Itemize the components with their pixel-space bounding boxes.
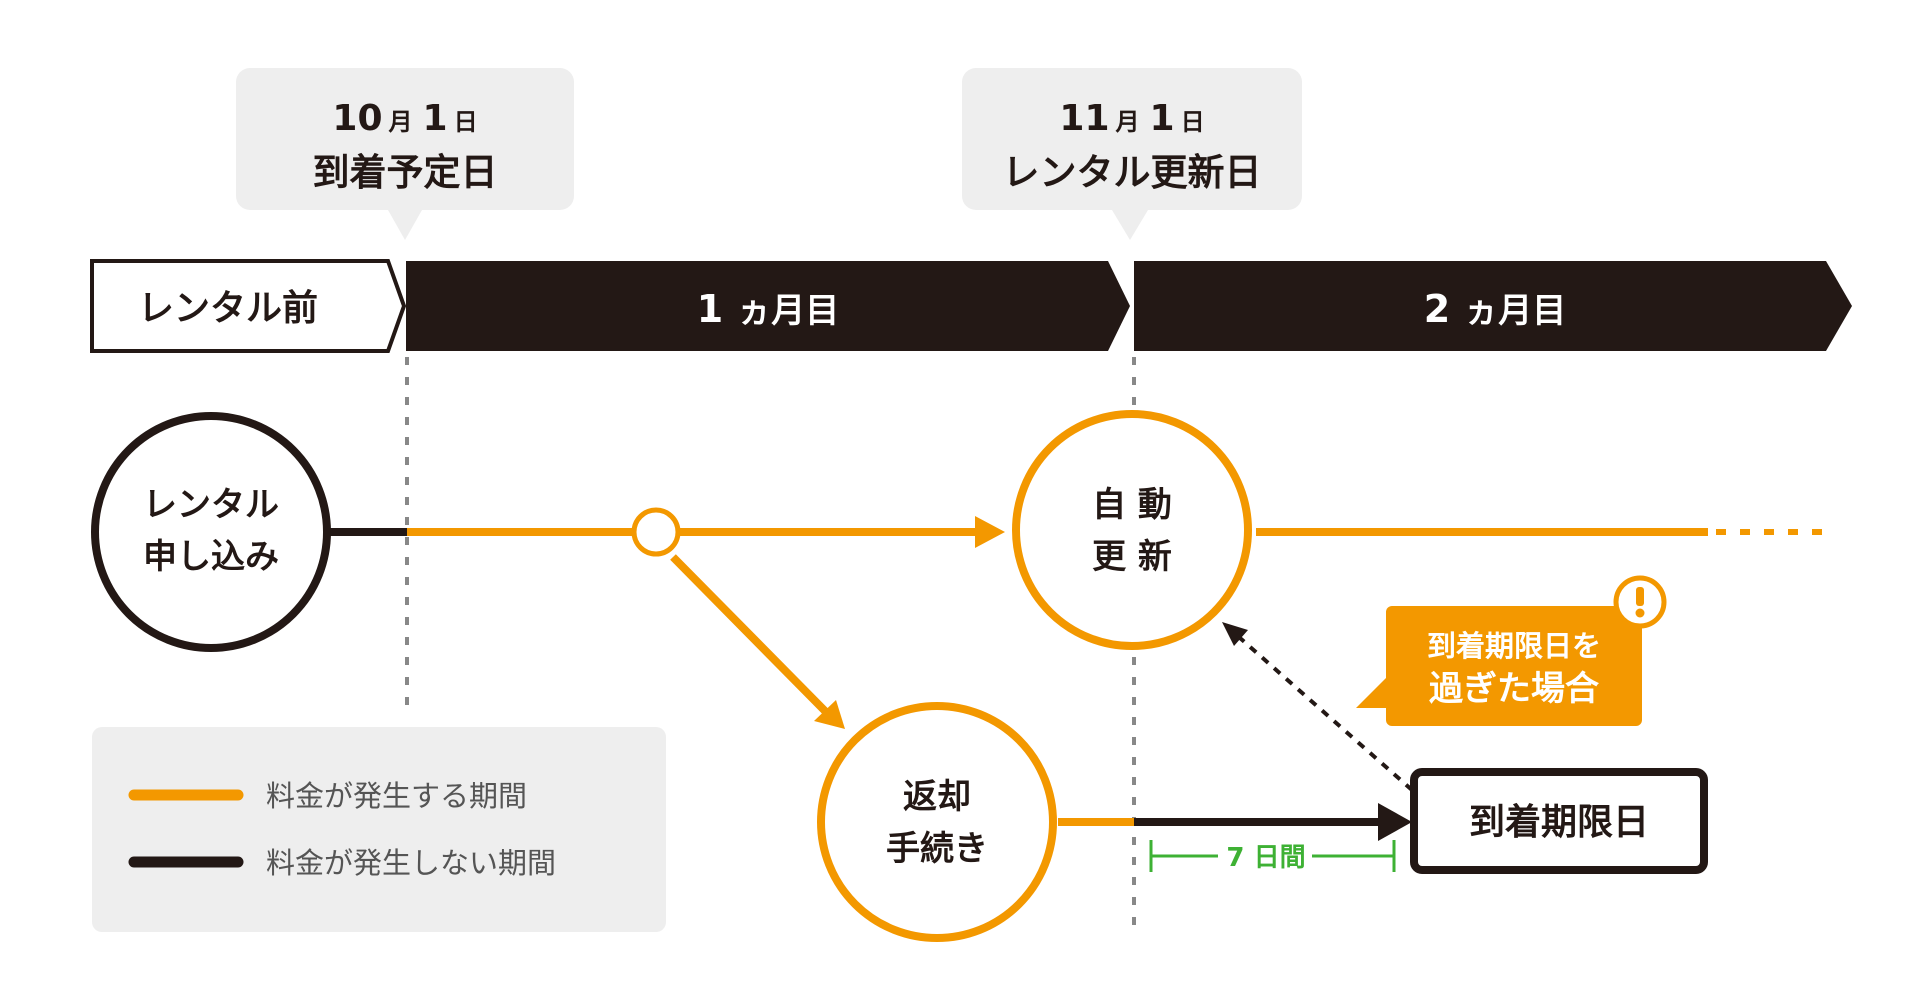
node-label-line1: レンタル	[143, 485, 279, 525]
arrowhead-return	[814, 700, 845, 729]
callout-box	[236, 68, 574, 210]
exclamation-icon	[1613, 575, 1667, 629]
node-rental-application: レンタル 申し込み	[91, 412, 331, 652]
warning-line2: 過ぎた場合	[1429, 669, 1599, 709]
legend-box	[92, 727, 666, 932]
callout-label: レンタル更新日	[1003, 151, 1262, 194]
deadline-box	[1410, 768, 1708, 874]
arrowhead-deadline	[1378, 803, 1412, 841]
legend-label-charged: 料金が発生する期間	[266, 779, 527, 813]
node-circle	[91, 412, 331, 652]
node-label-line2: 更 新	[1092, 537, 1172, 577]
span-seven-days: 7 日間	[1149, 840, 1396, 873]
callout-box	[962, 68, 1302, 210]
arrow-branch-to-return	[670, 554, 829, 715]
node-circle	[1012, 410, 1252, 650]
deadline-label: 到着期限日	[1469, 802, 1649, 843]
branch-point	[631, 507, 681, 557]
node-auto-renewal: 自 動 更 新	[1012, 410, 1252, 650]
node-label-line1: 返却	[903, 777, 971, 817]
timeline-before-arrow	[90, 259, 407, 353]
legend: 料金が発生する期間 料金が発生しない期間	[92, 727, 666, 932]
node-label-line2: 手続き	[886, 829, 988, 869]
callout-label: 到着予定日	[313, 151, 498, 194]
arrowhead-renewal	[975, 516, 1005, 548]
callout-pointer	[1112, 210, 1148, 240]
node-circle	[817, 702, 1057, 942]
warning-box	[1386, 606, 1642, 726]
legend-label-free: 料金が発生しない期間	[266, 846, 556, 880]
timeline-month2-arrow	[1134, 261, 1852, 351]
arrow-deadline-to-renewal-dotted	[1238, 636, 1414, 792]
warning-pointer	[1356, 676, 1390, 708]
node-arrival-deadline: 到着期限日	[1410, 768, 1708, 874]
timeline-month1-arrow	[406, 261, 1130, 351]
span-label: 7 日間	[1226, 843, 1305, 873]
timeline-before-label: レンタル前	[138, 288, 318, 329]
callout-pointer	[388, 210, 422, 240]
node-label-line1: 自 動	[1092, 485, 1172, 525]
warning-line1: 到着期限日を	[1427, 629, 1601, 663]
node-label-line2: 申し込み	[143, 537, 279, 577]
node-return-procedure: 返却 手続き	[817, 702, 1057, 942]
arrowhead-dotted-renewal	[1222, 622, 1248, 646]
warning-callout: 到着期限日を 過ぎた場合	[1356, 575, 1667, 726]
